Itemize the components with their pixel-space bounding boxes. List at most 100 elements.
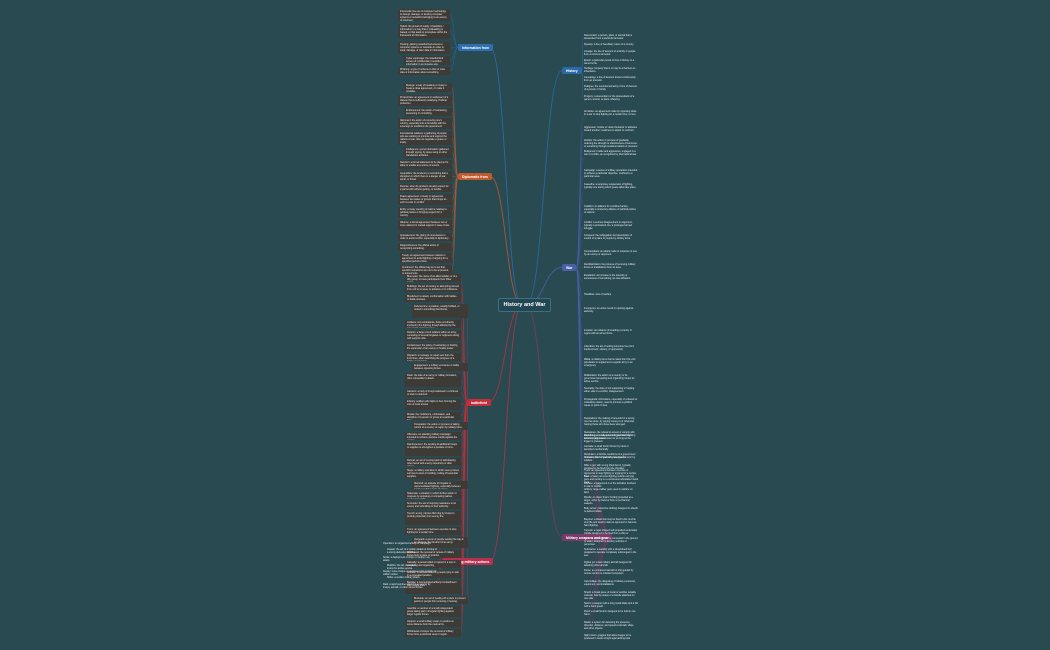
leaf-information[interactable]: Phishing: a type of scheme to trick or c… <box>398 67 450 75</box>
leaf-diplomatic[interactable]: Geopolitics: the tendency to something t… <box>398 171 452 182</box>
leaf-battlefield[interactable]: Morale: the confidence, enthusiasm, and … <box>405 412 461 420</box>
leaf-diplomatic[interactable]: International relations: a gathering of … <box>398 131 452 145</box>
leaf-history[interactable]: Progeny: a descendant or the descendants… <box>584 95 635 101</box>
leaf-war[interactable]: Militia: a military force that is raised… <box>584 358 636 367</box>
leaf-battlefield[interactable]: Defense line: a position, usually fortif… <box>412 304 468 318</box>
leaf-history[interactable]: Dynasty: a line of hereditary rulers of … <box>584 43 634 46</box>
leaf-military[interactable]: Radar: a system for detecting the presen… <box>584 621 634 630</box>
leaf-diplomatic[interactable]: Sanction: a formal statement to be plann… <box>398 160 452 169</box>
leaf-battlefield[interactable]: Vanguard: a group of people leading the … <box>412 537 468 548</box>
leaf-diplomatic[interactable]: Treaty: an agreement between nations in … <box>400 253 452 263</box>
branch-battlefield[interactable]: battlefield <box>467 399 492 406</box>
leaf-history[interactable]: Genealogy: a line of descent traced cont… <box>584 76 636 82</box>
leaf-describing[interactable]: Strike: a sudden military attack. <box>387 576 421 579</box>
leaf-war[interactable]: Counterattack: an attack made in respons… <box>584 250 637 256</box>
leaf-war[interactable]: Attrition: the action or process of grad… <box>584 139 638 148</box>
leaf-describing[interactable]: Sortie: a deployment of ships or troops … <box>383 556 430 562</box>
leaf-history[interactable]: Pedigree: the recorded ancestry or line … <box>584 85 637 91</box>
leaf-war[interactable]: Ceasefire: a temporary suspension of fig… <box>584 183 637 189</box>
leaf-battlefield[interactable]: Outpost: a small military camp or positi… <box>405 619 461 627</box>
leaf-battlefield[interactable]: Garrison: a body of troops stationed in … <box>405 389 461 397</box>
leaf-military[interactable]: Drone: an unmanned aircraft or ship guid… <box>584 569 634 575</box>
leaf-war[interactable]: Warfare: engagement in or the activities… <box>584 482 636 488</box>
leaf-information[interactable]: Hybrid: the pursuit of reality. A hackti… <box>398 24 450 39</box>
leaf-military[interactable]: Mine: an explosive device concealed in t… <box>584 537 638 546</box>
leaf-war[interactable]: Liberation: the act of setting someone f… <box>584 345 635 351</box>
leaf-diplomatic[interactable]: Protectorate: an agreement or settlement… <box>398 95 452 106</box>
leaf-battlefield[interactable]: Bloodshed: to attack, confrontation with… <box>405 294 461 302</box>
leaf-diplomatic[interactable]: Intelligence: secret information gathere… <box>404 147 452 158</box>
leaf-battlefield[interactable]: Occupation: the action or process of tak… <box>412 422 468 430</box>
leaf-battlefield[interactable]: Engagement: a military encounter or batt… <box>412 363 468 371</box>
central-topic[interactable]: History and War <box>498 298 551 312</box>
leaf-war[interactable]: Belligerent: hostile and aggressive; eng… <box>584 150 637 156</box>
leaf-war[interactable]: Resistance: the refusal to accept or com… <box>584 431 636 440</box>
branch-war[interactable]: War <box>562 264 577 271</box>
leaf-history[interactable]: Epoch: a particular period of time in hi… <box>584 59 635 64</box>
leaf-military[interactable]: Submarine: a warship with a streamlined … <box>584 548 637 557</box>
leaf-describing[interactable]: Assault: the act of a sudden attack or f… <box>387 548 437 554</box>
leaf-battlefield[interactable]: Surrender: the act of stopping resistanc… <box>405 501 461 509</box>
leaf-war[interactable]: Revolution: a forcible overthrow of a go… <box>584 453 636 459</box>
leaf-diplomatic[interactable]: Annulment: the official way an to set th… <box>400 265 452 275</box>
leaf-war[interactable]: Mobilization: the action of a country or… <box>584 374 635 383</box>
leaf-military[interactable]: Torpedo: a cigar-shaped self-propelled u… <box>584 529 638 535</box>
leaf-diplomatic[interactable]: Endorsement: the action of restraining, … <box>404 108 452 116</box>
branch-information-from[interactable]: Information from <box>458 44 494 51</box>
leaf-military[interactable]: Body armor: protective clothing designed… <box>584 507 638 513</box>
leaf-describing[interactable]: Raid: a rapid surprise attack on an enem… <box>383 583 431 589</box>
leaf-describing[interactable]: Mobilize: the act of preparing and organ… <box>387 564 435 569</box>
leaf-military[interactable]: Missile: an object that is forcibly prop… <box>584 496 633 505</box>
leaf-battlefield[interactable]: Blockade: an act of sealing off a place … <box>412 596 468 604</box>
leaf-battlefield[interactable]: Guerrilla: a member of a small independe… <box>405 606 461 617</box>
leaf-war[interactable]: Insurgency: an active revolt or uprising… <box>584 307 634 313</box>
leaf-diplomatic[interactable]: Entity: a treaty meeting of nations rela… <box>398 207 452 218</box>
leaf-information[interactable]: Cyber espionage: the unauthorized access… <box>404 56 450 65</box>
leaf-battlefield[interactable]: Infantry: soldiers who fight on foot, fo… <box>405 399 461 410</box>
leaf-military[interactable]: Helmet: a hard or padded protective hat … <box>584 456 636 462</box>
leaf-information[interactable]: Intermedia: the use of computer technolo… <box>398 9 450 21</box>
leaf-military[interactable]: Shield: a broad piece of metal or anothe… <box>584 591 637 600</box>
leaf-military[interactable]: Rifle: a gun with a long rifled barrel, … <box>584 464 631 470</box>
leaf-war[interactable]: Reparations: the making of amends for a … <box>584 417 635 426</box>
leaf-war[interactable]: Neutrality: the state of not supporting … <box>584 387 635 393</box>
leaf-diplomatic[interactable]: Besiege: a way of breaking or trying to … <box>404 83 452 92</box>
leaf-battlefield[interactable]: Withdrawal of troops: the removal of mil… <box>405 629 461 637</box>
leaf-military[interactable]: Bayonet: a blade that may be fixed to th… <box>584 518 637 527</box>
leaf-battlefield[interactable]: Truce: an agreement between enemies to s… <box>405 527 461 535</box>
leaf-battlefield[interactable]: Siege: a military operation in which ene… <box>405 468 461 479</box>
leaf-war[interactable]: Aggression: hostile or violent behavior … <box>584 126 637 132</box>
leaf-battlefield[interactable]: Withdrawal: the removal or retreat of mi… <box>405 550 461 558</box>
leaf-diplomatic[interactable]: Peace agreement: a treaty or agreement b… <box>398 194 452 205</box>
leaf-war[interactable]: Hostilities: acts of warfare. <box>584 293 612 296</box>
leaf-diplomatic[interactable]: Detente: when its products develop expec… <box>398 184 452 192</box>
leaf-history[interactable]: Heritage: property that is or may be inh… <box>584 67 636 73</box>
leaf-military[interactable]: Grenade: a small bomb thrown by hand or … <box>584 445 629 451</box>
leaf-battlefield[interactable]: Reinforcement: the sending of additional… <box>405 442 461 456</box>
leaf-battlefield[interactable]: Ambush: a surprise attack by people lyin… <box>405 570 461 578</box>
leaf-battlefield[interactable]: Blue team: the name of an allied soldier… <box>405 274 461 282</box>
leaf-battlefield[interactable]: Stalemate: a situation in which further … <box>405 491 461 499</box>
leaf-military[interactable]: Sword: a weapon with a long metal blade … <box>584 602 638 608</box>
leaf-diplomatic[interactable]: Alliance: a formal agreement between two… <box>398 220 452 231</box>
leaf-war[interactable]: Campaign: a series of military operation… <box>584 169 638 178</box>
leaf-military[interactable]: Machine gun: a fully automatic gun that … <box>584 434 631 443</box>
branch-military-weapons-and-gear[interactable]: Military weapons and gear <box>562 534 613 541</box>
leaf-describing[interactable]: Deploy: move troops or equipment into po… <box>383 570 437 575</box>
leaf-battlefield[interactable]: Buildings: the act of moving or attempti… <box>405 284 461 292</box>
leaf-military[interactable]: Fighter jet: a fast military aircraft de… <box>584 561 632 567</box>
leaf-history[interactable]: Lineage: the line of descent of a family… <box>584 50 636 56</box>
leaf-war[interactable]: Escalation: an increase in the intensity… <box>584 274 631 280</box>
leaf-battlefield[interactable]: Skirmish: an episode of irregular or unp… <box>412 481 468 489</box>
branch-describing-military-actions[interactable]: Describing military actions <box>442 558 494 565</box>
branch-diplomatic-from[interactable]: Diplomatic from <box>458 173 492 180</box>
leaf-military[interactable]: Pistol: a small firearm designed to be h… <box>584 610 636 616</box>
leaf-battlefield[interactable]: Flank: the side of an army or military f… <box>405 373 461 387</box>
leaf-war[interactable]: Truce: an agreement between enemies or o… <box>584 469 637 478</box>
leaf-describing[interactable]: Operation: an organized activity or camp… <box>383 542 432 545</box>
leaf-battlefield[interactable]: Retreat: an act of moving back or withdr… <box>405 458 461 466</box>
leaf-war[interactable]: Coalition: an alliance for combined acti… <box>584 205 636 214</box>
leaf-information[interactable]: Hunting: gaining unauthorized access to … <box>398 42 450 54</box>
leaf-battlefield[interactable]: Civilians: non-combatants, those not dir… <box>405 320 461 328</box>
leaf-war[interactable]: Conflict: a serious disagreement or argu… <box>584 221 633 230</box>
